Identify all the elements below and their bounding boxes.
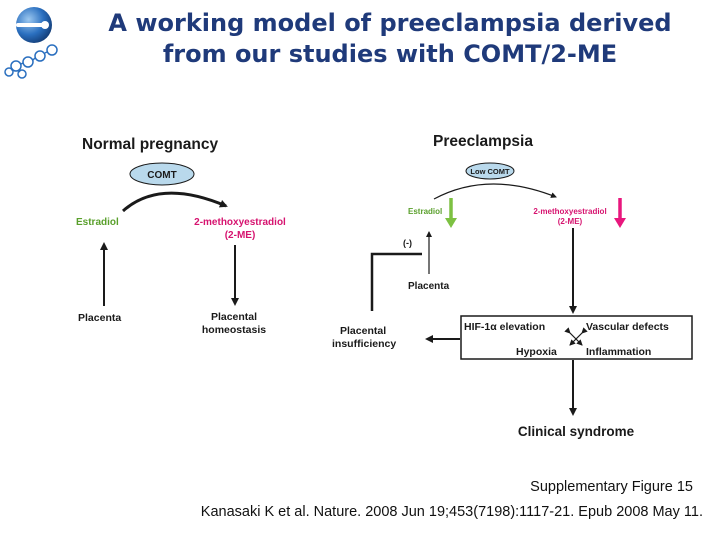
slide-title: A working model of preeclampsia derived … <box>70 8 710 70</box>
vascular-defects-label: Vascular defects <box>586 321 669 333</box>
pe-2me-label-line2: (2-ME) <box>558 217 583 226</box>
normal-pregnancy-heading: Normal pregnancy <box>82 136 218 153</box>
insufficiency-label-line1: Placental <box>340 325 386 337</box>
figure-caption: Supplementary Figure 15 <box>530 479 693 495</box>
inhibition-feedback-line <box>370 252 422 311</box>
title-line-1: A working model of preeclampsia derived <box>108 9 672 37</box>
low-comt-label: Low COMT <box>470 167 510 176</box>
insufficiency-label-line2: insufficiency <box>332 338 396 350</box>
comt-conversion-arrow <box>122 191 228 213</box>
normal-placenta-label: Placenta <box>78 312 121 324</box>
pe-2me-label-line1: 2-methoxyestradiol <box>533 207 606 216</box>
normal-estradiol-label: Estradiol <box>76 217 119 228</box>
inhibition-label: (-) <box>403 238 412 248</box>
pe-placenta-label: Placenta <box>408 281 450 292</box>
citation-caption: Kanasaki K et al. Nature. 2008 Jun 19;45… <box>200 504 703 520</box>
comt-enzyme-node <box>129 162 195 186</box>
low-comt-conversion-arrow <box>433 183 557 200</box>
molecule-icon <box>4 44 58 79</box>
comt-label: COMT <box>147 170 176 181</box>
crossed-arrows-icon <box>564 327 588 346</box>
blue-sphere-molecule-logo <box>4 7 58 79</box>
title-line-2: from our studies with COMT/2-ME <box>162 40 618 68</box>
hif-label: HIF-1α elevation <box>464 321 545 333</box>
2me-decrease-arrowhead <box>614 218 626 228</box>
normal-2me-label-line2: (2-ME) <box>225 230 256 241</box>
estradiol-decrease-arrowhead <box>445 218 457 228</box>
homeostasis-label-line1: Placental <box>211 311 257 323</box>
homeostasis-label-line2: homeostasis <box>202 324 266 336</box>
normal-2me-label-line1: 2-methoxyestradiol <box>194 217 286 228</box>
low-comt-enzyme-node <box>465 162 515 180</box>
hypoxia-label: Hypoxia <box>516 346 557 358</box>
pe-estradiol-label: Estradiol <box>408 207 442 216</box>
clinical-syndrome-label: Clinical syndrome <box>518 424 635 439</box>
inflammation-label: Inflammation <box>586 346 651 358</box>
preeclampsia-heading: Preeclampsia <box>433 133 533 150</box>
